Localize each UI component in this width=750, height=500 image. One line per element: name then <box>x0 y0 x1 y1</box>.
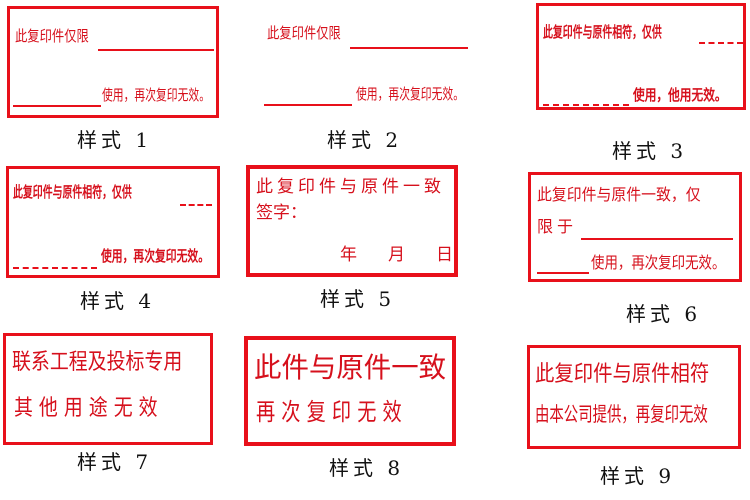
stamp-4-line-1: 此复印件与原件相符，仅供 <box>13 183 132 201</box>
stamp-1-line-2: 使用，再次复印无效。 <box>102 86 211 104</box>
stamp-8-line-2: 再 次 复 印 无 效 <box>256 398 402 426</box>
caption-style-1: 样式 1 <box>77 128 153 152</box>
caption-style-5: 样式 5 <box>320 287 396 311</box>
caption-style-9: 样式 9 <box>600 464 676 488</box>
caption-style-8: 样式 8 <box>329 456 405 480</box>
stamp-6-blank-2 <box>537 272 589 274</box>
stamp-style-6: 此复印件与原件一致，仅 限于 使用，再次复印无效。 <box>528 172 742 282</box>
caption-style-2: 样式 2 <box>327 128 403 152</box>
stamp-7-line-1: 联系工程及投标专用 <box>12 350 183 375</box>
stamp-3-blank-2 <box>543 104 629 106</box>
stamp-style-1: 此复印件仅限 使用，再次复印无效。 <box>7 6 219 118</box>
stamp-2-blank-2 <box>264 104 352 106</box>
stamp-style-9: 此复印件与原件相符 由本公司提供，再复印无效 <box>527 345 741 449</box>
stamp-9-line-1: 此复印件与原件相符 <box>535 362 710 387</box>
stamp-7-line-2: 其 他 用 途 无 效 <box>14 396 158 421</box>
stamp-6-line-1: 此复印件与原件一致，仅 <box>537 185 701 204</box>
stamp-1-blank-2 <box>13 105 101 107</box>
stamp-1-blank-1 <box>98 49 214 51</box>
stamp-6-blank-1 <box>581 238 733 240</box>
stamp-6-line-2: 限于 <box>537 217 578 236</box>
stamp-4-blank-1 <box>180 204 212 206</box>
stamp-5-day: 日 <box>436 245 453 265</box>
stamp-3-line-1: 此复印件与原件相符，仅供 <box>543 23 662 41</box>
stamp-8-line-1: 此件与原件一致 <box>254 351 447 384</box>
stamp-9-line-2: 由本公司提供，再复印无效 <box>535 402 708 426</box>
stamp-3-blank-1 <box>699 42 743 44</box>
stamp-3-line-2: 使用，他用无效。 <box>633 86 727 104</box>
stamp-style-3: 此复印件与原件相符，仅供 使用，他用无效。 <box>536 3 746 110</box>
stamp-style-4: 此复印件与原件相符，仅供 使用，再次复印无效。 <box>6 166 220 278</box>
stamp-1-line-1: 此复印件仅限 <box>15 27 89 45</box>
stamp-style-7: 联系工程及投标专用 其 他 用 途 无 效 <box>3 333 213 445</box>
stamp-style-5: 此复印件与原件一致 签字： 年 月 日 <box>246 165 458 277</box>
stamp-style-8: 此件与原件一致 再 次 复 印 无 效 <box>244 336 456 446</box>
stamp-6-line-3: 使用，再次复印无效。 <box>591 253 726 272</box>
stamp-style-2: 此复印件仅限 使用，再次复印无效。 <box>250 0 490 120</box>
stamp-5-month: 月 <box>388 245 405 265</box>
caption-style-7: 样式 7 <box>77 450 153 474</box>
stamp-2-line-1: 此复印件仅限 <box>267 24 341 42</box>
stamp-4-line-2: 使用，再次复印无效。 <box>101 247 210 265</box>
stamp-2-line-2: 使用，再次复印无效。 <box>356 85 465 103</box>
stamp-5-signature-label: 签字： <box>256 203 307 223</box>
caption-style-4: 样式 4 <box>80 289 156 313</box>
caption-style-6: 样式 6 <box>626 302 702 326</box>
stamp-2-blank-1 <box>350 47 468 49</box>
stamp-4-blank-2 <box>13 267 97 269</box>
stamp-5-year: 年 <box>340 245 357 265</box>
stamp-5-line-1: 此复印件与原件一致 <box>256 177 445 197</box>
caption-style-3: 样式 3 <box>612 139 688 163</box>
